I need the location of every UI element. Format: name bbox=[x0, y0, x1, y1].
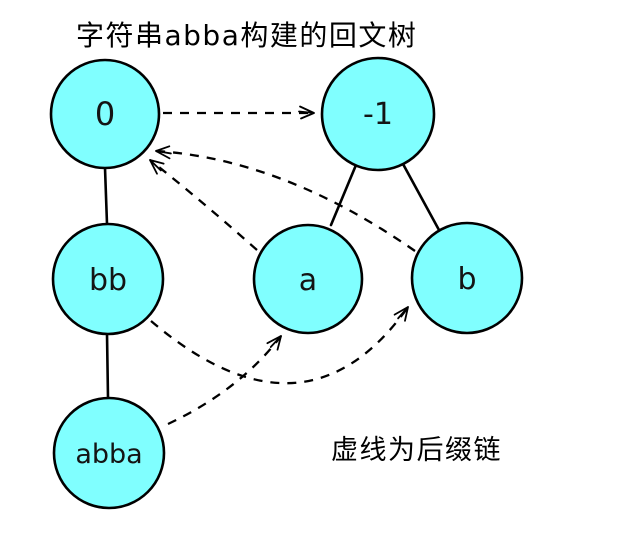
node-neg1-circle bbox=[320, 56, 436, 172]
suffix-link-abba-to-a bbox=[167, 335, 282, 426]
node-bb-label: bb bbox=[89, 263, 127, 298]
node-0-label: 0 bbox=[95, 95, 115, 133]
graph-node-b: b bbox=[410, 221, 524, 335]
tree-edge-bb-abba bbox=[105, 332, 110, 400]
node-b-label: b bbox=[457, 262, 476, 297]
node-neg1-label: -1 bbox=[363, 97, 393, 132]
graph-node-abba: abba bbox=[52, 396, 166, 510]
suffix-link-bb-to-b bbox=[150, 306, 409, 385]
graph-node-0: 0 bbox=[49, 58, 161, 170]
node-bb-circle bbox=[51, 222, 165, 336]
suffix-link-b-to-0 bbox=[155, 145, 416, 252]
graph-node-bb: bb bbox=[51, 222, 165, 336]
node-abba-circle bbox=[52, 396, 166, 510]
graph-node-neg1: -1 bbox=[320, 56, 436, 172]
suffix-link-a-to-0 bbox=[149, 159, 258, 251]
node-abba-label: abba bbox=[75, 439, 142, 470]
node-a-circle bbox=[252, 223, 364, 335]
node-0-circle bbox=[49, 58, 161, 170]
tree-edge-neg1-a bbox=[329, 163, 358, 227]
node-a-label: a bbox=[299, 263, 317, 298]
tree-edge-0-bb bbox=[103, 166, 109, 226]
node-b-circle bbox=[410, 221, 524, 335]
diagram-title: 字符串abba构建的回文树 bbox=[76, 19, 417, 52]
graph-node-a: a bbox=[252, 223, 364, 335]
tree-edge-neg1-b bbox=[401, 162, 441, 232]
legend-note: 虚线为后缀链 bbox=[331, 435, 502, 466]
